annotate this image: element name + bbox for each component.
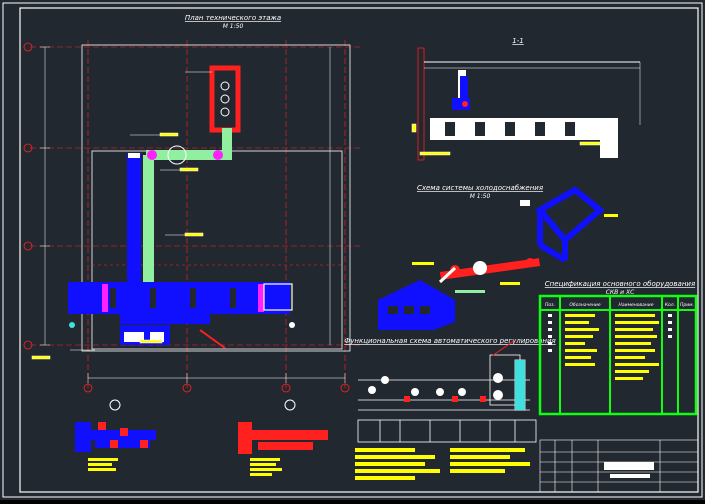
spec-header-note: Прим. xyxy=(680,302,694,308)
specification-table: Спецификация основного оборудования СКВ … xyxy=(538,280,698,416)
section-wall xyxy=(417,47,425,161)
valve-magenta-2 xyxy=(213,150,223,160)
cooling-scale: М 1:50 xyxy=(470,193,491,200)
axis-bubble-3 xyxy=(281,383,291,393)
pipe-node-details xyxy=(75,399,328,476)
node-detail-1 xyxy=(75,422,156,471)
cooling-unit xyxy=(185,65,241,133)
automation-scheme: Функциональная схема автоматического рег… xyxy=(344,337,556,480)
spec-subtitle: СКВ и ХС xyxy=(606,289,635,296)
plan-scale: М 1:50 xyxy=(223,23,244,30)
chiller-iso xyxy=(378,280,455,330)
spec-header-pos: Поз. xyxy=(545,302,555,308)
spec-rows xyxy=(565,314,659,380)
axis-bubble-a xyxy=(23,42,33,52)
cooling-title: Схема системы холодоснабжения xyxy=(417,184,543,192)
sheet-outer-frame xyxy=(2,2,703,498)
sheet-inner-frame xyxy=(19,7,699,493)
axis-bubble-2 xyxy=(182,383,192,393)
plan-dimension-lines xyxy=(40,46,346,383)
cooling-tower-iso xyxy=(535,186,605,263)
node-detail-2 xyxy=(238,422,328,476)
cooling-pipeline xyxy=(438,258,541,293)
plan-title: План технического этажа xyxy=(185,14,281,22)
section-1-1: 1-1 xyxy=(411,37,641,161)
axis-bubble-c xyxy=(23,241,33,251)
chilled-water-pipe xyxy=(143,128,232,290)
axis-bubble-4 xyxy=(340,383,350,393)
spec-title: Спецификация основного оборудования xyxy=(545,280,695,288)
valve-magenta-1 xyxy=(147,150,157,160)
axis-bubble-d xyxy=(23,340,33,350)
floor-plan: План технического этажа М 1:50 xyxy=(23,14,360,393)
spec-header-designation: Обозначение xyxy=(569,302,600,308)
plan-leader-labels xyxy=(31,132,204,360)
axis-markers xyxy=(23,42,350,393)
pump-symbol xyxy=(167,145,187,165)
spec-header-qty: Кол. xyxy=(665,302,675,308)
plan-axis-grid xyxy=(30,40,360,390)
cooling-schematic: Схема системы холодоснабжения М 1:50 xyxy=(378,184,618,330)
air-duct-horizontal xyxy=(68,282,295,349)
section-title: 1-1 xyxy=(512,37,523,45)
axis-bubble-b xyxy=(23,143,33,153)
title-block xyxy=(539,439,699,493)
air-duct-vertical xyxy=(127,153,141,293)
automation-title: Функциональная схема автоматического рег… xyxy=(344,337,555,345)
spec-header-name: Наименование xyxy=(619,302,654,308)
axis-bubble-1 xyxy=(83,383,93,393)
